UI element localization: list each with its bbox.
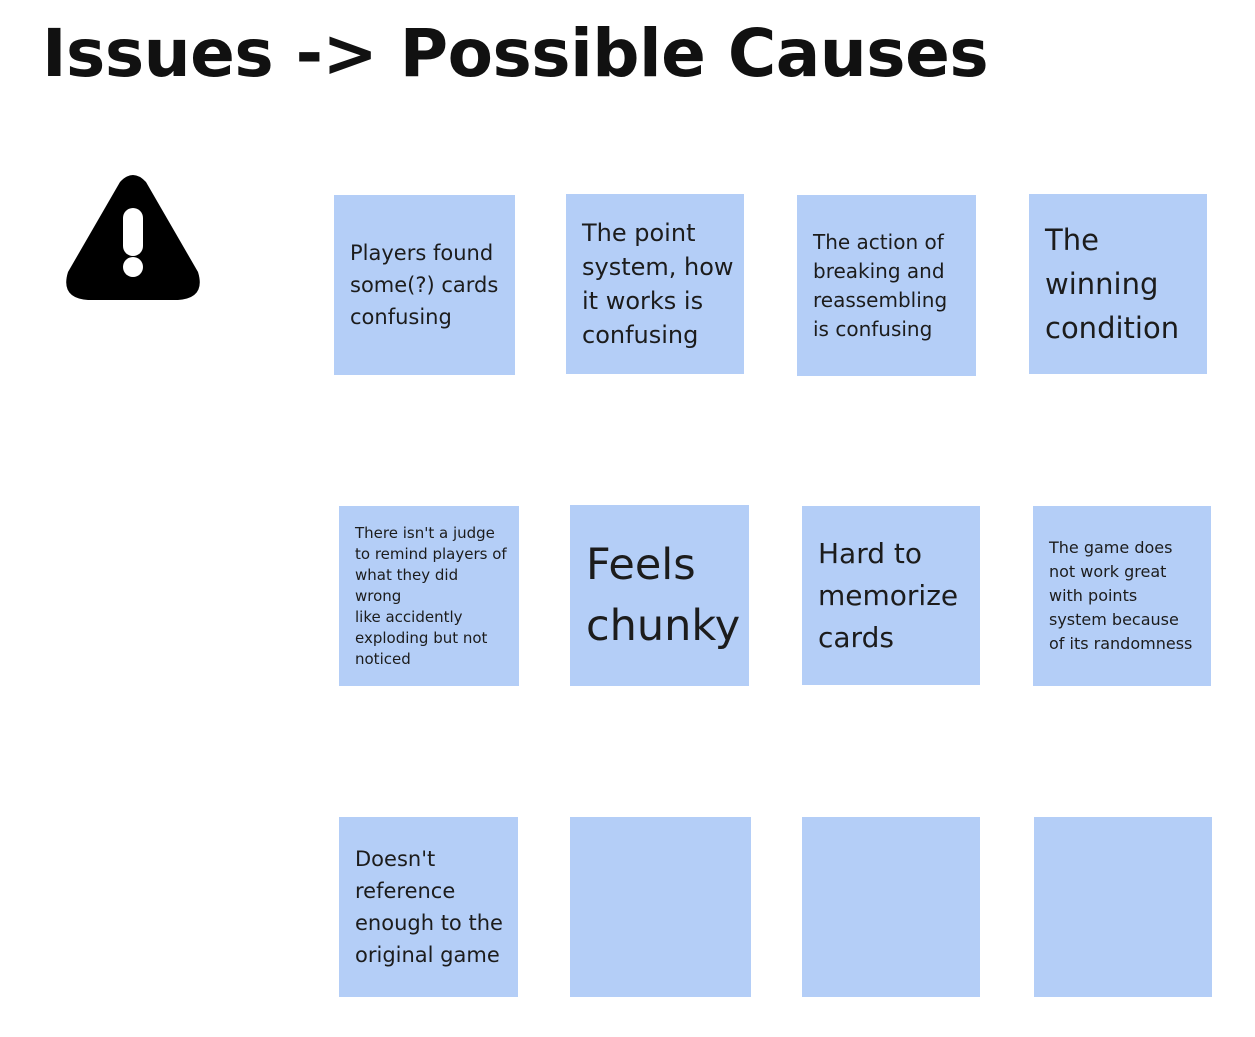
sticky-note-text: The game does not work great with points… bbox=[1049, 538, 1193, 653]
board-title: Issues -> Possible Causes bbox=[42, 15, 989, 92]
sticky-note-text: There isn't a judge to remind players of… bbox=[355, 523, 507, 668]
sticky-note[interactable]: Feels chunky bbox=[570, 505, 749, 686]
sticky-note-text: Feels chunky bbox=[586, 539, 741, 651]
sticky-note[interactable] bbox=[802, 817, 980, 997]
sticky-note[interactable]: Doesn't reference enough to the original… bbox=[339, 817, 518, 997]
sticky-note-text: The point system, how it works is confus… bbox=[582, 219, 734, 349]
warning-triangle-icon bbox=[66, 175, 200, 300]
sticky-note[interactable] bbox=[570, 817, 751, 997]
sticky-note[interactable]: Hard to memorize cards bbox=[802, 506, 980, 685]
sticky-note[interactable]: The game does not work great with points… bbox=[1033, 506, 1211, 686]
sticky-note[interactable]: Players found some(?) cards confusing bbox=[334, 195, 515, 375]
sticky-note[interactable]: The winning condition bbox=[1029, 194, 1207, 374]
sticky-note[interactable]: The point system, how it works is confus… bbox=[566, 194, 744, 374]
sticky-note-text: The winning condition bbox=[1045, 223, 1180, 345]
sticky-note[interactable]: There isn't a judge to remind players of… bbox=[339, 506, 519, 686]
sticky-note[interactable] bbox=[1034, 817, 1212, 997]
sticky-note-text: Players found some(?) cards confusing bbox=[350, 241, 499, 329]
sticky-note-text: Hard to memorize cards bbox=[818, 536, 959, 654]
sticky-note-text: The action of breaking and reassembling … bbox=[813, 229, 948, 341]
sticky-note-text: Doesn't reference enough to the original… bbox=[355, 847, 503, 967]
sticky-note[interactable]: The action of breaking and reassembling … bbox=[797, 195, 976, 376]
